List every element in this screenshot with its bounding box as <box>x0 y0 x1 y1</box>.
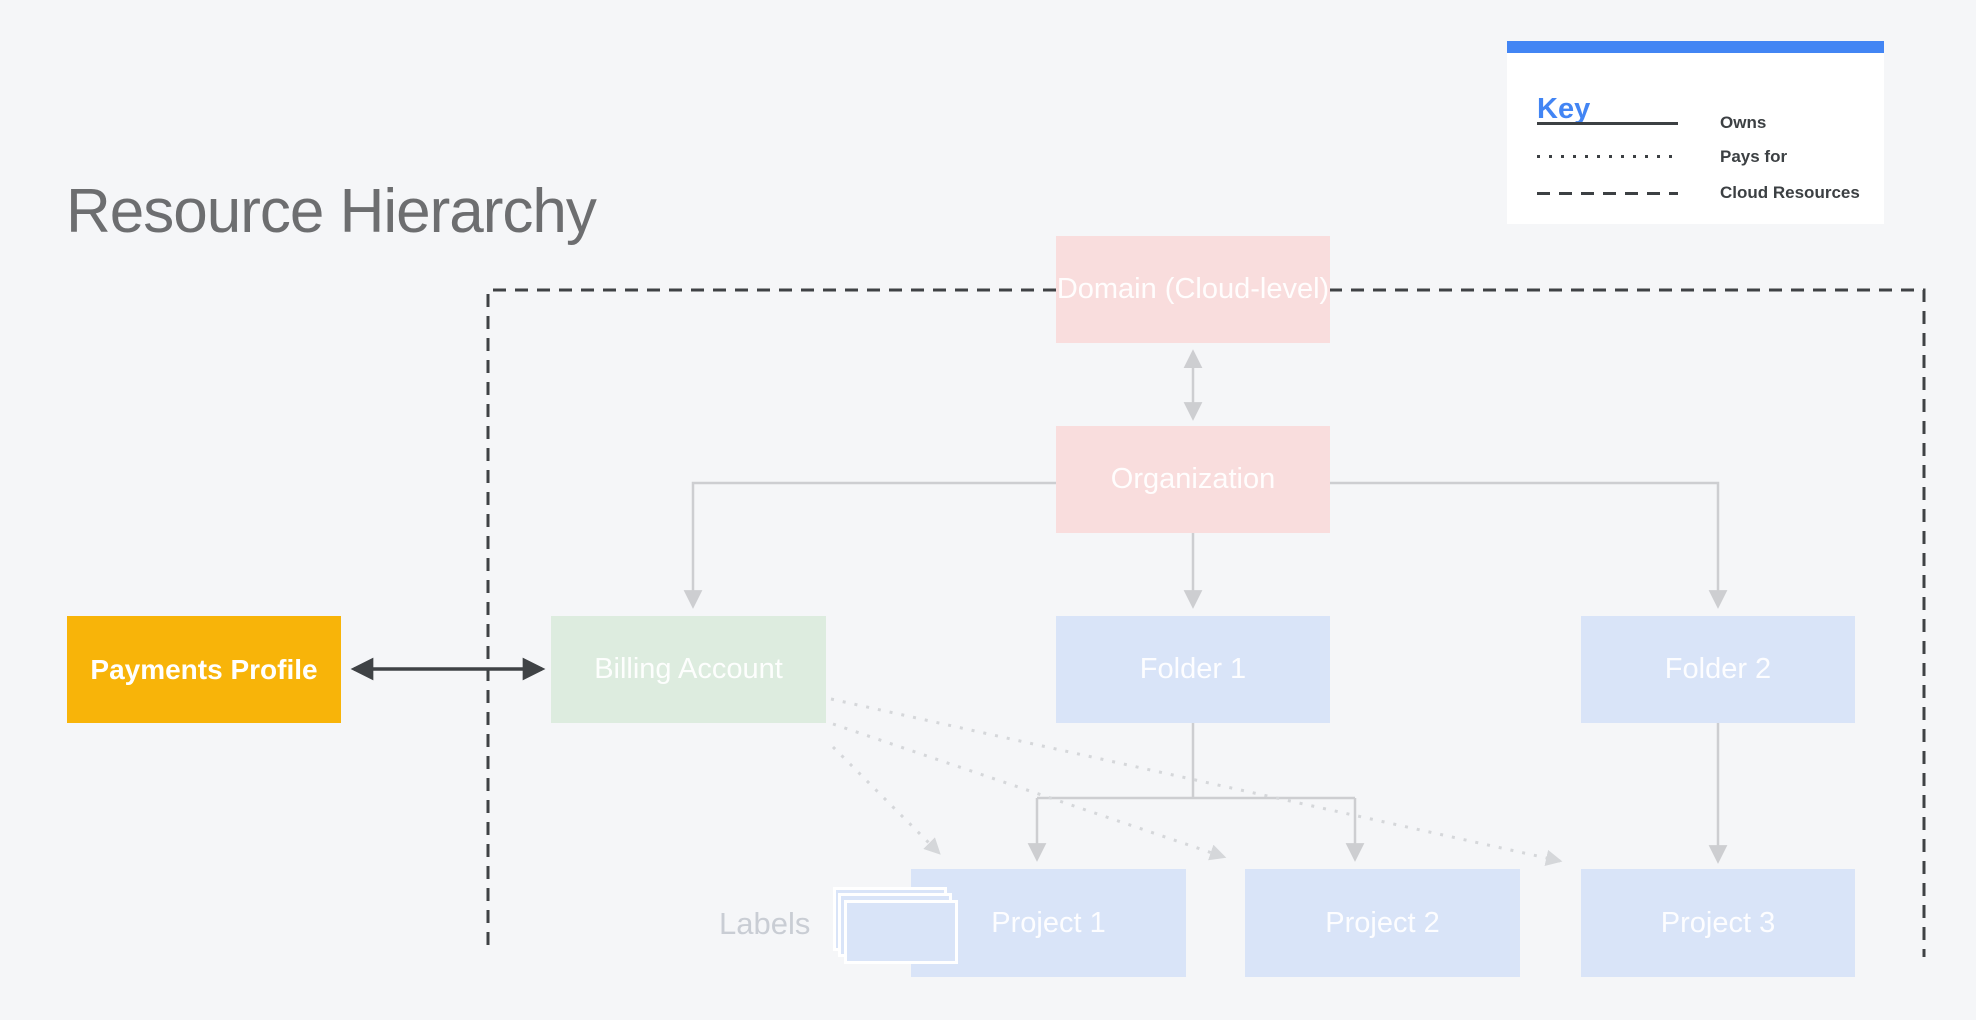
key-heading: Key <box>1537 93 1591 125</box>
edge-billing-project2 <box>832 722 1227 861</box>
node-billing-account: Billing Account <box>551 616 826 723</box>
key-owns-line-sample <box>1537 122 1678 125</box>
node-domain: Domain (Cloud-level) <box>1056 236 1330 343</box>
labels-caption: Labels <box>719 906 811 941</box>
edge-organization-folder2 <box>1330 481 1728 609</box>
key-accent-bar <box>1507 41 1884 53</box>
node-project-1-label: Project 1 <box>991 906 1106 939</box>
node-folder-2: Folder 2 <box>1581 616 1855 723</box>
key-label-pays-for: Pays for <box>1720 147 1788 166</box>
edge-organization-billing <box>683 481 1056 609</box>
key-cloud-resources-line-sample <box>1537 192 1678 195</box>
key-label-cloud-resources: Cloud Resources <box>1720 183 1860 202</box>
node-project-3-label: Project 3 <box>1660 906 1776 939</box>
node-domain-label: Domain (Cloud-level) <box>1056 273 1330 305</box>
node-folder-1-label: Folder 1 <box>1139 653 1247 685</box>
key-label-owns: Owns <box>1720 113 1767 132</box>
edge-billing-project1 <box>831 745 941 855</box>
node-organization-label: Organization <box>1110 463 1276 495</box>
node-project-2: Project 2 <box>1245 869 1520 977</box>
page-title: Resource Hierarchy <box>66 177 597 246</box>
node-billing-account-label: Billing Account <box>594 653 783 685</box>
label-card-front <box>844 900 958 964</box>
node-folder-1: Folder 1 <box>1056 616 1330 723</box>
key-pays-for-line-sample <box>1537 155 1678 158</box>
node-project-3: Project 3 <box>1581 869 1855 977</box>
edge-folder1-stem <box>1037 723 1355 800</box>
node-payments-profile-label: Payments Profile <box>90 653 318 685</box>
key-panel: Key Owns Pays for Cloud Resources <box>1507 41 1884 224</box>
node-project-2-label: Project 2 <box>1325 906 1440 939</box>
node-folder-2-label: Folder 2 <box>1664 653 1772 685</box>
labels-stack-icon <box>833 887 961 967</box>
node-organization: Organization <box>1056 426 1330 533</box>
node-payments-profile: Payments Profile <box>67 616 341 723</box>
edge-billing-project3 <box>830 697 1563 867</box>
